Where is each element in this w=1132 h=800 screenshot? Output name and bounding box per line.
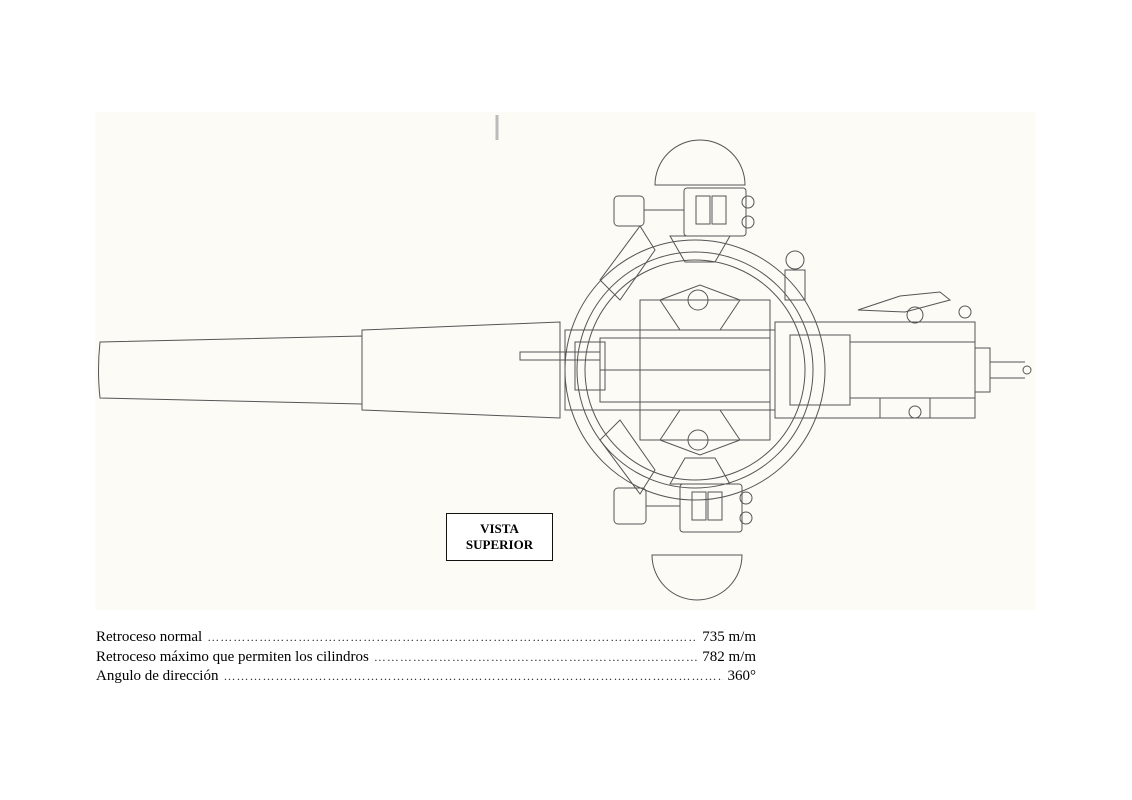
spec-value: 360° xyxy=(727,668,757,684)
spec-label: Retroceso normal xyxy=(96,629,203,645)
view-label-box: VISTA SUPERIOR xyxy=(446,513,553,561)
spec-row-direction-angle: Angulo de dirección ……………………………………………………… xyxy=(96,667,756,687)
spec-value: 735 m/m xyxy=(702,629,756,645)
top-sight-assembly xyxy=(599,139,806,301)
view-label-line1: VISTA xyxy=(480,521,519,536)
spec-label: Angulo de dirección xyxy=(96,668,219,684)
barrel xyxy=(98,321,561,419)
spec-row-normal-recoil: Retroceso normal ……………………………………………………………… xyxy=(96,628,756,648)
view-label-line2: SUPERIOR xyxy=(465,537,534,552)
spec-row-max-recoil: Retroceso máximo que permiten los cilind… xyxy=(96,648,756,668)
bottom-sight-assembly xyxy=(599,419,753,601)
breech xyxy=(774,291,1032,419)
dot-leader: …………………………………………………………………………………………………………… xyxy=(373,649,698,664)
cradle xyxy=(519,299,776,441)
dot-leader: …………………………………………………………………………………………………………… xyxy=(223,669,722,683)
dot-leader: …………………………………………………………………………………………………………… xyxy=(207,630,697,644)
specifications-list: Retroceso normal ……………………………………………………………… xyxy=(96,628,756,687)
spec-value: 782 m/m xyxy=(702,648,756,665)
trunnions xyxy=(659,284,741,456)
spec-label: Retroceso máximo que permiten los cilind… xyxy=(96,648,369,665)
